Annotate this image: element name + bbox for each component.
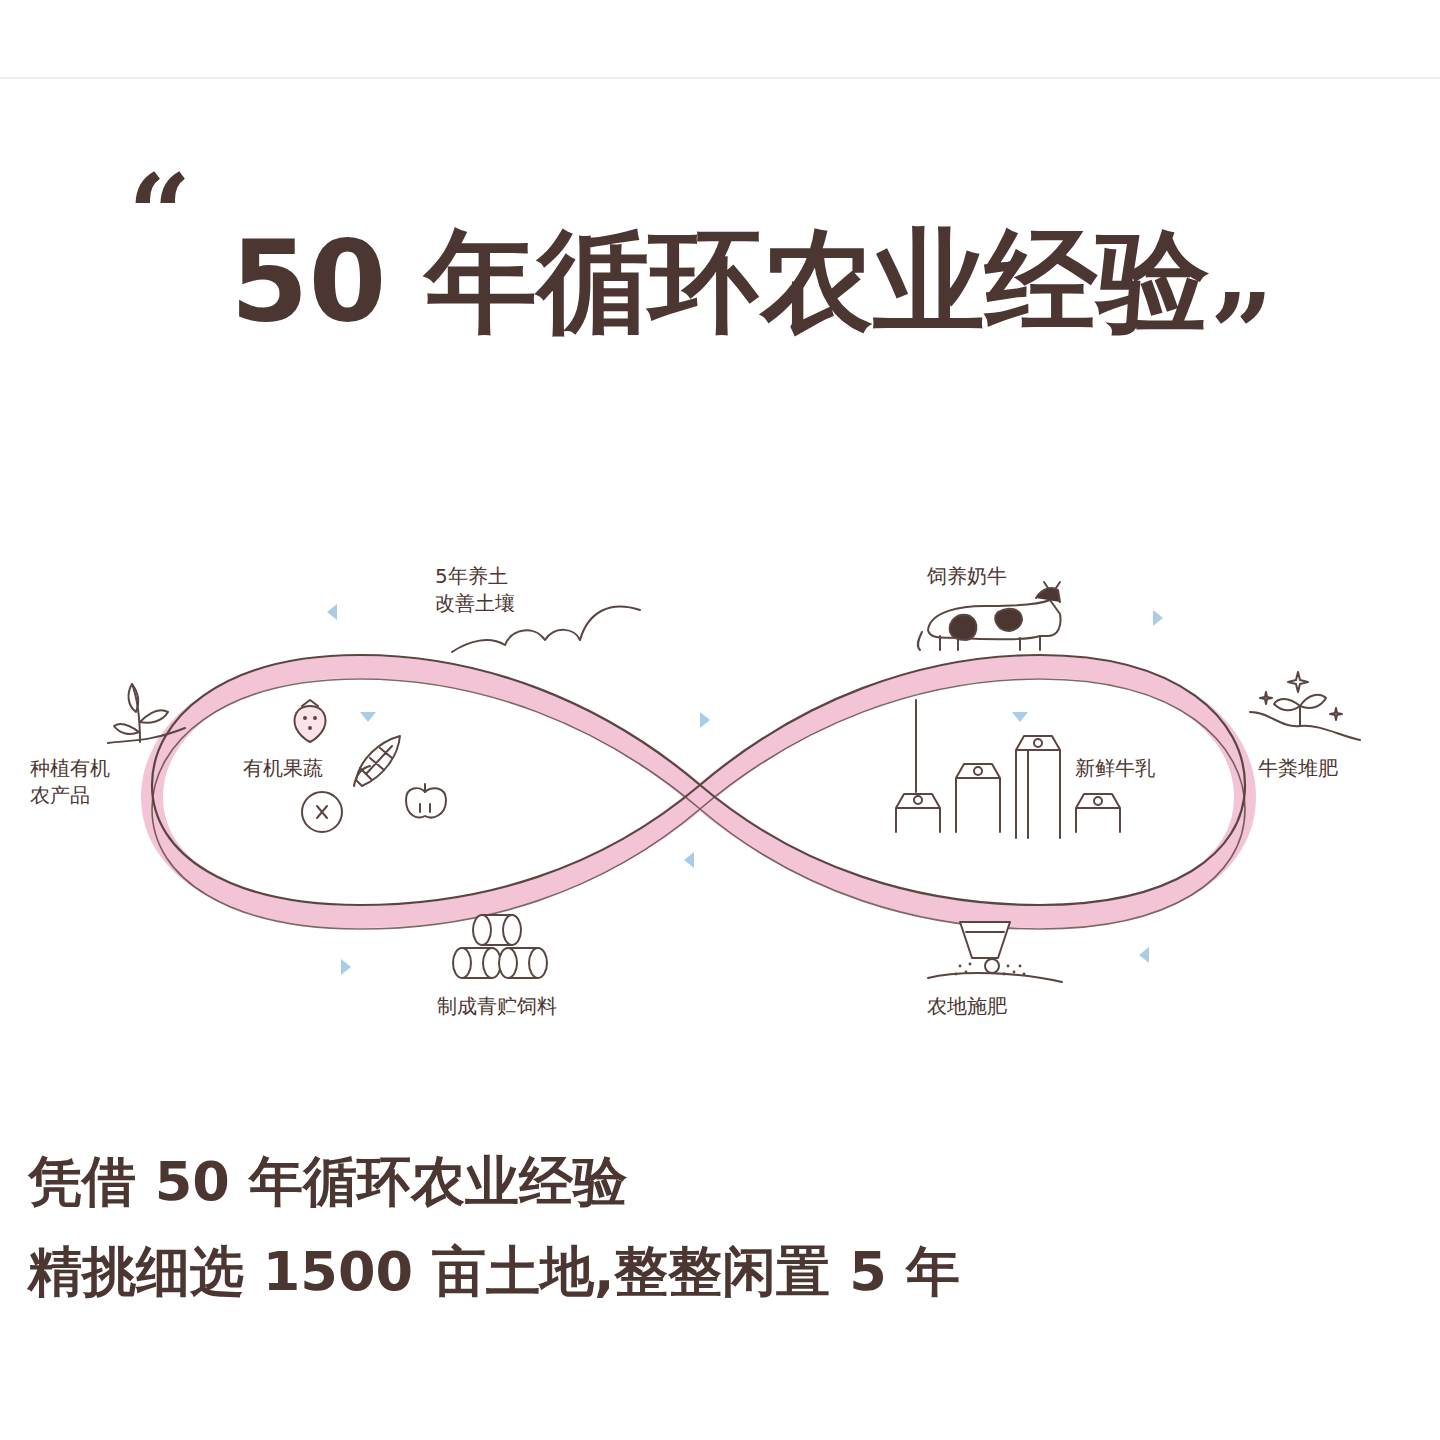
caption-line: 凭借 50 年循环农业经验 <box>28 1146 627 1219</box>
sprout-sparkles <box>1250 672 1360 740</box>
silage-bales <box>453 915 547 978</box>
manure-spreader <box>928 922 1062 982</box>
plant-sprig <box>108 684 185 743</box>
fertilizer-dots <box>955 963 1026 976</box>
stage-label: 种植有机 农产品 <box>30 755 116 809</box>
caption-line: 精挑细选 1500 亩土地,整整闲置 5 年 <box>28 1236 960 1309</box>
stage-label: 有机果蔬 <box>243 755 323 782</box>
top-rule <box>0 77 1440 79</box>
stage-label: 牛粪堆肥 <box>1258 755 1338 782</box>
dairy-cow <box>918 582 1061 650</box>
stage-label: 新鲜牛乳 <box>1075 755 1155 782</box>
stage-label: 饲养奶牛 <box>927 563 1007 590</box>
stage-label: 5年养土 改善土壤 <box>435 563 521 617</box>
direction-arrows <box>327 604 1163 975</box>
infinity-ribbon <box>152 655 1245 929</box>
quote-mark: “ <box>128 160 191 270</box>
stage-label: 制成青贮饲料 <box>437 993 557 1020</box>
quote-mark: ” <box>1210 280 1273 390</box>
stage-label: 农地施肥 <box>927 993 1007 1020</box>
